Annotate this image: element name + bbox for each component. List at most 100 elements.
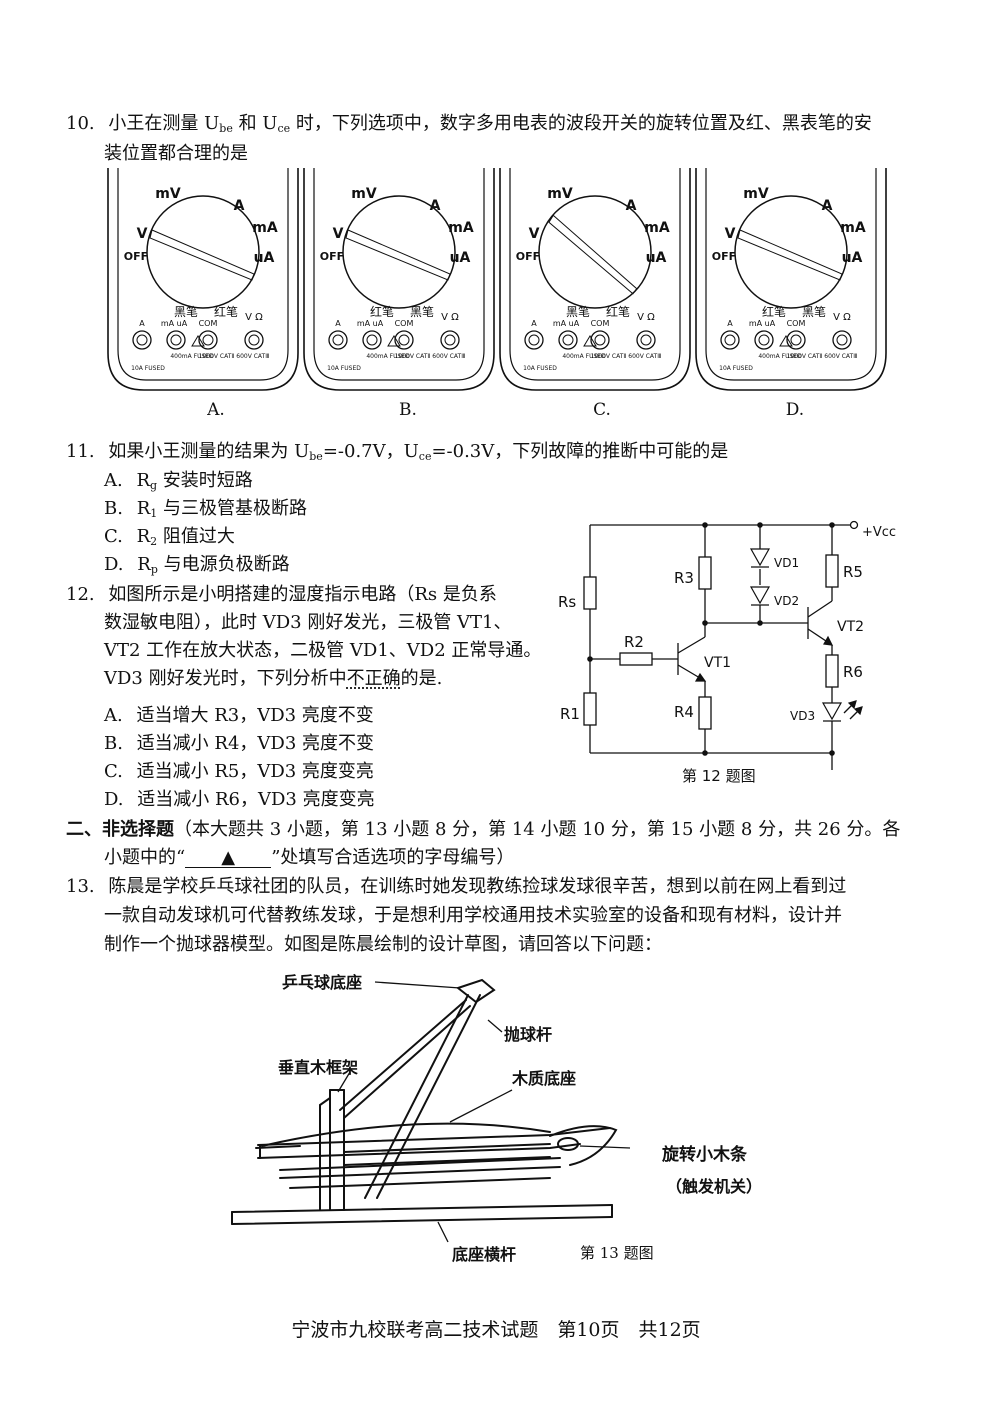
dial-label-off: OFF xyxy=(124,250,148,263)
port-label-com: COM xyxy=(787,319,806,328)
port-label-ma: mA uA xyxy=(749,319,776,328)
q13-line1: 13. 陈晨是学校乒乓球社团的队员，在训练时她发现教练捡球发球很辛苦，想到以前在… xyxy=(66,875,846,899)
label-vt2: VT2 xyxy=(837,619,864,635)
q12-line4: VD3 刚好发光时，下列分析中不正确的是. xyxy=(104,667,442,691)
warning-icon xyxy=(191,335,205,347)
section2-heading: 二、非选择题 xyxy=(66,819,174,840)
label-ball-base: 乒乓球底座 xyxy=(282,973,362,992)
warning-icon xyxy=(779,335,793,347)
cat-rating: 1000V CATⅡ 600V CATⅢ xyxy=(591,353,662,360)
label-r5: R5 xyxy=(843,563,863,581)
meter-body xyxy=(695,168,887,391)
label-vd2: VD2 xyxy=(774,594,799,608)
label-throw-rod: 抛球杆 xyxy=(504,1025,552,1044)
option-text: R xyxy=(136,526,151,547)
meter-inner-outline xyxy=(705,168,877,381)
option-letter: A. xyxy=(104,705,123,726)
dial-label-ua: uA xyxy=(254,250,275,266)
pen-label-left: 红笔 xyxy=(762,304,786,319)
dial-pointer xyxy=(737,229,843,281)
option-sub: 1 xyxy=(150,507,158,520)
q13-line3: 制作一个抛球器模型。如图是陈晨绘制的设计草图，请回答以下问题： xyxy=(104,934,662,955)
dial-label-ma: mA xyxy=(644,220,670,236)
section2-line2: 小题中的“▲”处填写合适选项的字母编号） xyxy=(104,846,514,870)
q12-line2: 数湿敏电阻），此时 VD3 刚好发光，三极管 VT1、 xyxy=(104,612,512,633)
meter-label-d: D. xyxy=(785,400,805,420)
label-vcc: +Vcc xyxy=(862,525,896,540)
label-trigger: 旋转小木条 xyxy=(661,1144,748,1165)
fused-400ma: 400mA FUSED xyxy=(170,353,214,360)
label-crossbar: 底座横杆 xyxy=(452,1245,516,1264)
port-label-ma: mA uA xyxy=(161,319,188,328)
label-rs: Rs xyxy=(558,593,576,611)
q12-option-b[interactable]: B. 适当减小 R4，VD3 亮度不变 xyxy=(104,732,374,756)
port-label-a: A xyxy=(727,319,733,328)
q12-text-a: VD3 刚好发光时，下列分析中 xyxy=(104,668,347,689)
q13-line2: 一款自动发球机可代替教练发球，于是想利用学校通用技术实验室的设备和现有材料，设计… xyxy=(104,905,842,926)
section2-line1: 二、非选择题（本大题共 3 小题，第 13 小题 8 分，第 14 小题 10 … xyxy=(66,818,900,842)
q12-line3: VT2 工作在放大状态，二极管 VD1、VD2 正常导通。 xyxy=(104,640,542,661)
jack-inner xyxy=(790,334,802,346)
q11-option-d[interactable]: D. Rp 与电源负极断路 xyxy=(104,553,290,582)
q12-option-a[interactable]: A. 适当增大 R3，VD3 亮度不变 xyxy=(104,704,374,728)
fused-400ma: 400mA FUSED xyxy=(562,353,606,360)
q11-number: 11. xyxy=(66,441,95,462)
q13-number: 13. xyxy=(66,876,95,897)
dial-label-ua: uA xyxy=(842,250,863,266)
option-text: 适当增大 R3，VD3 亮度不变 xyxy=(136,705,374,726)
jack xyxy=(362,330,382,350)
option-text: R xyxy=(136,498,151,519)
option-text: R xyxy=(136,470,151,491)
q11-option-b[interactable]: B. R1 与三极管基极断路 xyxy=(104,497,307,526)
jack xyxy=(720,330,740,350)
thrower-sketch: 乒乓球底座 抛球杆 垂直木框架 木质底座 旋转小木条 （触发机关） 底座横杆 第… xyxy=(220,960,780,1280)
label-wood-base: 木质底座 xyxy=(511,1069,576,1088)
q13-text: 陈晨是学校乒乓球社团的队员，在训练时她发现教练捡球发球很辛苦，想到以前在网上看到… xyxy=(108,876,847,897)
option-letter: C. xyxy=(104,526,123,547)
pen-label-right: 红笔 xyxy=(606,304,630,319)
q11-sub-be: be xyxy=(309,450,323,463)
jack xyxy=(244,330,264,350)
section2-text: （本大题共 3 小题，第 13 小题 8 分，第 14 小题 10 分，第 15… xyxy=(174,819,901,840)
port-label-com: COM xyxy=(199,319,218,328)
section2-text-a: 小题中的“ xyxy=(104,847,186,868)
q12-option-d[interactable]: D. 适当减小 R6，VD3 亮度变亮 xyxy=(104,788,375,812)
dial-pointer xyxy=(345,229,451,281)
port-label-ma: mA uA xyxy=(357,319,384,328)
jack-inner xyxy=(170,334,182,346)
dial-label-off: OFF xyxy=(712,250,736,263)
meter-body xyxy=(303,168,495,391)
dial-label-mv: mV xyxy=(155,186,181,202)
jack xyxy=(590,330,610,350)
jack-inner xyxy=(136,334,148,346)
dial-label-ua: uA xyxy=(646,250,667,266)
meter-body xyxy=(107,168,299,391)
q10-line2: 装位置都合理的是 xyxy=(104,143,248,164)
cat-rating: 1000V CATⅡ 600V CATⅢ xyxy=(199,353,270,360)
q11-text-c: =-0.3V，下列故障的推断中可能的是 xyxy=(431,441,729,462)
jack-inner xyxy=(398,334,410,346)
option-text: 与电源负极断路 xyxy=(157,554,290,575)
label-vd3: VD3 xyxy=(790,709,815,723)
q12-number: 12. xyxy=(66,584,95,605)
dial-label-ua: uA xyxy=(450,250,471,266)
label-r1: R1 xyxy=(560,705,580,723)
q10-sub-be: be xyxy=(219,122,233,135)
label-vt1: VT1 xyxy=(704,655,731,671)
jack-inner xyxy=(202,334,214,346)
meter-inner-outline xyxy=(117,168,289,381)
option-text: 阻值过大 xyxy=(157,526,235,547)
q12-option-c[interactable]: C. 适当减小 R5，VD3 亮度变亮 xyxy=(104,760,374,784)
dial-pointer xyxy=(548,214,638,295)
q11-option-c[interactable]: C. R2 阻值过大 xyxy=(104,525,235,554)
meter-inner-outline xyxy=(313,168,485,381)
jack-inner xyxy=(836,334,848,346)
port-label-v: V Ω xyxy=(441,312,459,323)
cat-rating: 1000V CATⅡ 600V CATⅢ xyxy=(395,353,466,360)
dial-label-v: V xyxy=(333,226,344,242)
q11-option-a[interactable]: A. Rg 安装时短路 xyxy=(104,469,253,498)
jack-inner xyxy=(640,334,652,346)
label-vd1: VD1 xyxy=(774,556,799,570)
